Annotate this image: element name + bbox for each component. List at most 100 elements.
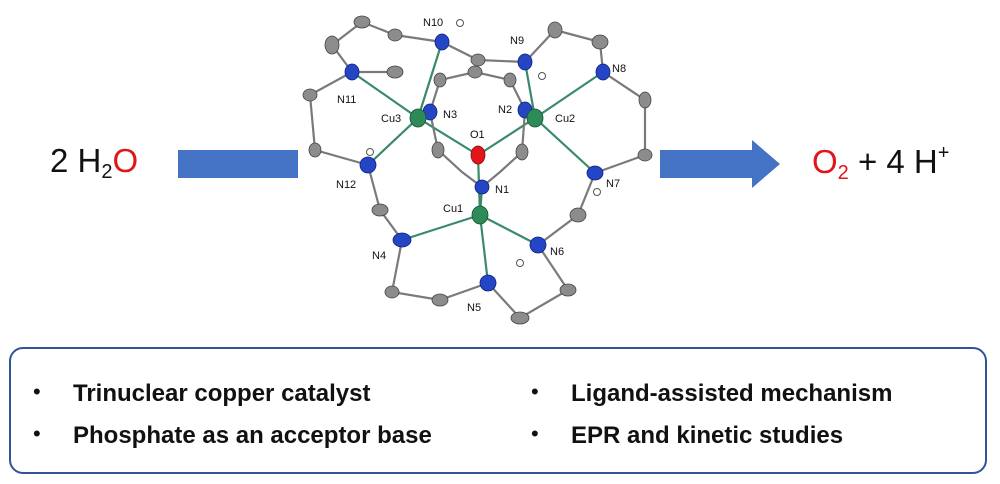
reactant-water: 2 H2O — [50, 142, 138, 184]
product-oxygen-protons: O2 + 4 H+ — [812, 142, 949, 185]
carbon-atoms — [302, 15, 653, 325]
summary-box: • Trinuclear copper catalyst • Phosphate… — [9, 347, 987, 474]
left-arrow-shaft — [178, 150, 298, 178]
summary-item-phosphate: Phosphate as an acceptor base — [73, 422, 432, 449]
copper-atom-cu1 — [471, 205, 489, 225]
carbon-atom — [371, 203, 389, 217]
label-n4: N4 — [372, 250, 386, 262]
carbon-atom — [386, 65, 404, 79]
nitrogen-atoms — [344, 33, 611, 292]
label-n2: N2 — [498, 104, 512, 116]
copper-atoms — [409, 108, 544, 225]
ligand-chain-n11-n12 — [308, 71, 369, 167]
right-arrow-head — [752, 140, 780, 188]
bond-cu1-n4 — [401, 213, 481, 242]
nitrogen-atom-n10 — [434, 33, 450, 51]
right-arrow-shaft — [660, 150, 755, 178]
product-o-subscript: 2 — [837, 162, 849, 184]
reactant-subscript: 2 — [101, 161, 113, 183]
carbon-atom — [353, 15, 371, 29]
carbon-atom — [387, 28, 403, 42]
bond-cu3-n10 — [416, 41, 444, 119]
hydrogen-atom — [538, 72, 546, 80]
summary-item-catalyst: Trinuclear copper catalyst — [73, 380, 371, 407]
label-cu1: Cu1 — [443, 203, 463, 215]
bond-cu1-n5 — [478, 214, 490, 284]
metal-bonds — [351, 41, 604, 284]
label-n5: N5 — [467, 302, 481, 314]
product-proton-charge: + — [937, 142, 950, 164]
label-n10: N10 — [423, 17, 443, 29]
carbon-atom — [510, 311, 530, 325]
label-n6: N6 — [550, 246, 564, 258]
carbon-atom — [302, 88, 318, 102]
carbon-atom — [559, 283, 577, 297]
right-arrow — [660, 140, 780, 188]
nitrogen-atom-n6 — [529, 236, 547, 254]
reactant-oxygen: O — [112, 142, 139, 179]
label-n3: N3 — [443, 109, 457, 121]
ligand-chain-n8-n7 — [594, 71, 647, 175]
carbon-atom — [308, 142, 322, 158]
label-n1: N1 — [495, 184, 509, 196]
bond-cu1-n6 — [479, 214, 539, 246]
bullet-3: • — [531, 379, 539, 404]
label-n8: N8 — [612, 63, 626, 75]
nitrogen-atom-n7 — [586, 165, 604, 181]
copper-atom-cu2 — [526, 108, 544, 128]
ligand-chain-n12-n4 — [366, 164, 403, 241]
carbon-atom — [515, 143, 529, 161]
nitrogen-atom-n1 — [474, 179, 490, 195]
carbon-atom — [384, 285, 400, 299]
bond-cu3-o1 — [417, 117, 479, 156]
bond-cu2-n8 — [534, 71, 604, 119]
bond-cu3-n12 — [367, 117, 419, 166]
bullet-2: • — [33, 421, 41, 446]
atom-labels: N10 N9 N8 N11 N3 N2 Cu3 Cu2 O1 N12 N7 N1… — [336, 17, 626, 314]
oxygen-atom-o1 — [470, 145, 486, 165]
product-protons: + 4 H — [848, 143, 938, 180]
carbon-atom — [503, 72, 517, 88]
inner-ring-right — [481, 109, 527, 188]
hydrogen-atom — [456, 19, 464, 27]
carbon-atom — [431, 293, 449, 307]
label-n9: N9 — [510, 35, 524, 47]
carbon-atom — [431, 141, 445, 159]
bullet-1: • — [33, 379, 41, 404]
reactant-coefficient: 2 H — [50, 142, 102, 179]
nitrogen-atom-n11 — [344, 63, 360, 81]
bond-cu3-n11 — [351, 71, 419, 119]
label-cu2: Cu2 — [555, 113, 575, 125]
carbon-atom — [324, 35, 340, 55]
carbon-atom — [638, 91, 652, 109]
hydrogen-atom — [516, 259, 524, 267]
nitrogen-atom-n5 — [479, 274, 497, 292]
summary-item-mechanism: Ligand-assisted mechanism — [571, 380, 893, 407]
label-cu3: Cu3 — [381, 113, 401, 125]
hydrogen-atom — [593, 188, 601, 196]
ligand-chain-n7-n6 — [537, 172, 597, 246]
nitrogen-atom-n12 — [359, 156, 377, 174]
carbon-atom — [470, 53, 486, 67]
bond-cu2-n9 — [523, 61, 537, 119]
product-o-label: O — [812, 143, 838, 180]
hydrogen-atoms — [366, 19, 601, 267]
bond-cu2-o1 — [477, 117, 536, 156]
bullet-4: • — [531, 421, 539, 446]
label-n7: N7 — [606, 178, 620, 190]
summary-item-studies: EPR and kinetic studies — [571, 422, 844, 449]
ligand-chain-n6-n5 — [487, 244, 570, 320]
carbon-atom — [433, 72, 447, 88]
carbon-atom — [547, 21, 563, 39]
ligand-chain-n9-n8 — [524, 28, 605, 73]
copper-complex-structure: N10 N9 N8 N11 N3 N2 Cu3 Cu2 O1 N12 N7 N1… — [178, 15, 780, 325]
label-n11: N11 — [337, 94, 356, 106]
carbon-atom — [591, 34, 609, 50]
nitrogen-atom-n8 — [595, 63, 611, 81]
nitrogen-atom-n4 — [392, 232, 412, 248]
carbon-atom — [467, 65, 483, 79]
ligand-chain-n4-n5 — [390, 239, 489, 302]
ligand-chain-n11-n10 — [330, 20, 443, 73]
inner-ring-left — [428, 111, 483, 188]
label-n12: N12 — [336, 179, 356, 191]
